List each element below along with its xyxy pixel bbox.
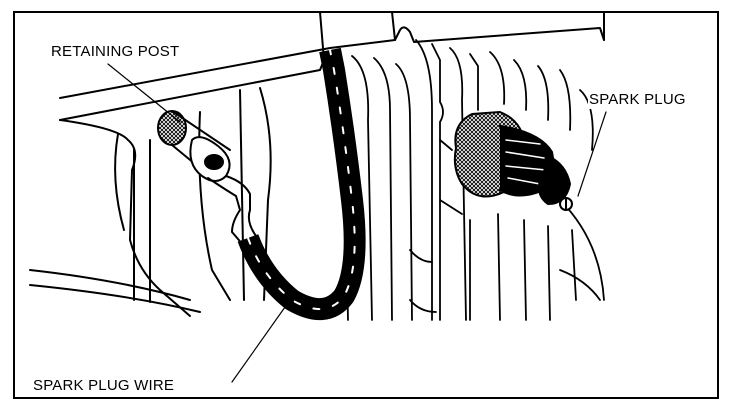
retaining-post-leader — [108, 64, 180, 122]
spark-plug-wire — [248, 50, 355, 309]
retaining-post-label: RETAINING POST — [50, 43, 180, 61]
spark-plug — [455, 112, 572, 210]
spark-plug-wire-label: SPARK PLUG WIRE — [32, 377, 175, 395]
spark-plug-label: SPARK PLUG — [588, 91, 687, 109]
engine-block — [30, 88, 271, 316]
spark-plug-wire-leader — [232, 300, 290, 382]
